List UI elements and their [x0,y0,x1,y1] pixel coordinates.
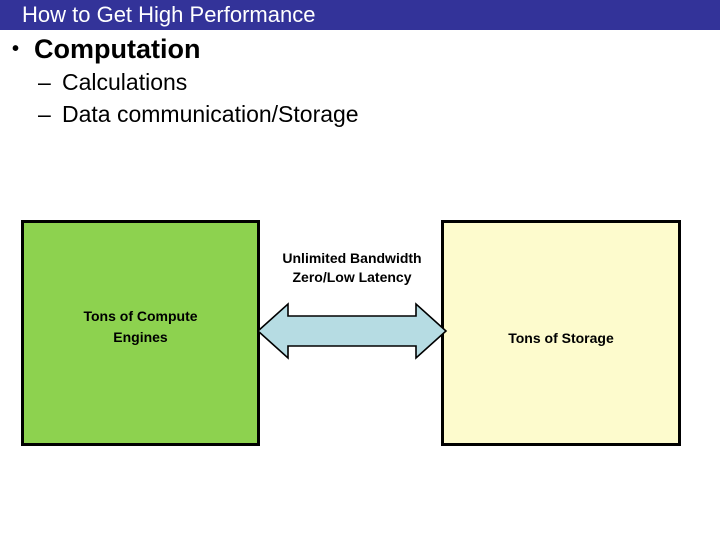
bullet-dot-icon: • [12,38,20,60]
compute-engines-label: Tons of Compute Engines [83,306,197,348]
compute-engines-label-line1: Tons of Compute [83,308,198,324]
bullet-item-computation: • Computation [12,32,720,66]
arrow-caption-line1: Unlimited Bandwidth [282,250,422,266]
double-headed-arrow-icon[interactable] [255,298,449,362]
arrow-caption: Unlimited Bandwidth Zero/Low Latency [262,249,442,287]
arrow-caption-line2: Zero/Low Latency [292,269,412,285]
page-title: How to Get High Performance [22,2,316,27]
bullet-item-data-communication: –Data communication/Storage [38,98,720,130]
bullet-list: • Computation –Calculations –Data communi… [0,32,720,130]
title-banner: How to Get High Performance [0,0,720,30]
bullet-item-computation-label: Computation [34,34,201,64]
compute-engines-box[interactable]: Tons of Compute Engines [21,220,260,446]
bullet-dash-icon: – [38,101,51,127]
storage-label: Tons of Storage [508,329,614,346]
storage-box[interactable]: Tons of Storage [441,220,681,446]
bullet-item-data-communication-label: Data communication/Storage [62,101,359,127]
bullet-item-calculations: –Calculations [38,66,720,98]
bullet-dash-icon: – [38,69,51,95]
compute-engines-label-line2: Engines [113,329,168,345]
bullet-item-calculations-label: Calculations [62,69,188,95]
